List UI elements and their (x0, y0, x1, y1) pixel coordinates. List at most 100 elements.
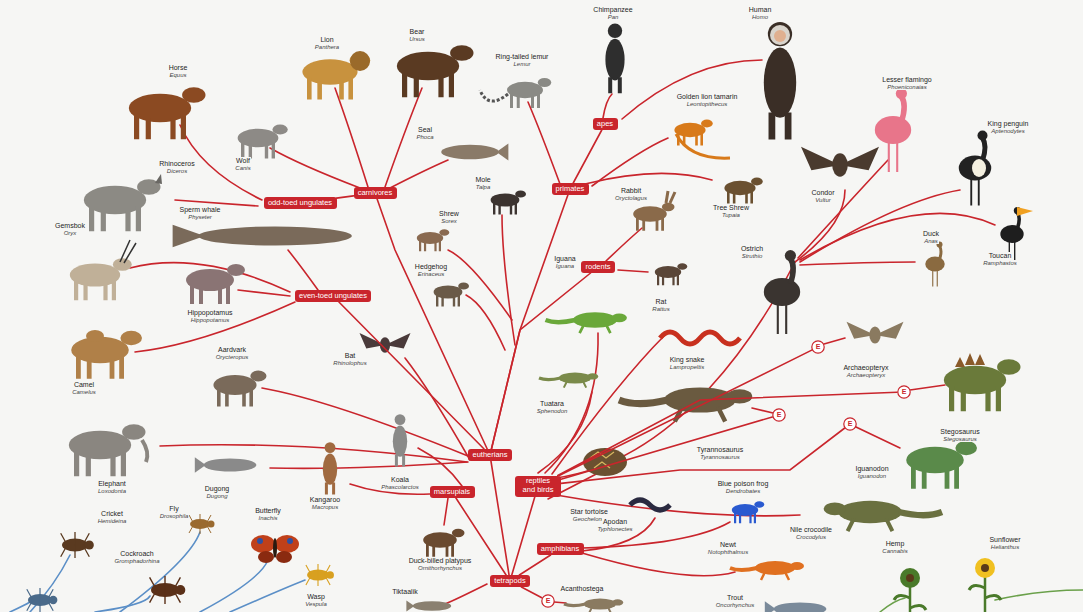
species-name: Seal (417, 126, 433, 133)
genus-name: Oryctolagus (614, 195, 648, 201)
penguin-belly (972, 159, 986, 177)
species-name: Tiktaalik (391, 588, 418, 595)
species-name: Apodan (602, 518, 628, 525)
clade-name: eutherians (472, 451, 507, 460)
species-name: Duck (922, 230, 940, 237)
species-name: Hemp (885, 540, 906, 547)
species-name: Camel (73, 381, 95, 388)
tree-branches (528, 102, 560, 184)
stegosaurus-plates (955, 353, 985, 367)
tree-branches (238, 290, 290, 296)
butterfly-figure (287, 538, 293, 544)
species-name: Rhinoceros (158, 160, 195, 167)
tree-branches (135, 302, 295, 352)
species-name: Acanthostega (560, 585, 605, 592)
genus-name: Helianthus (990, 544, 1020, 550)
tree-branches (752, 408, 773, 413)
aardvark-figure (213, 371, 266, 407)
genus-name: Iguana (555, 263, 575, 269)
tree-connector (558, 392, 897, 475)
butterfly-figure (276, 551, 292, 563)
clade-label: odd-toed ungulates (264, 197, 337, 209)
species-name: Sperm whale (179, 206, 222, 213)
tree-branches (800, 190, 960, 262)
species-name: Koala (390, 476, 410, 483)
tree-branches (622, 60, 762, 119)
dugong-figure (195, 457, 257, 472)
tree-branches (160, 445, 467, 462)
genus-name: Erinaceus (417, 271, 446, 277)
species-name: King snake (669, 356, 706, 363)
clade-name: marsupials (434, 488, 470, 497)
clade-name: reptiles and birds (519, 477, 557, 494)
butterfly-figure (251, 535, 275, 553)
species-name: Bat (344, 352, 357, 359)
genus-name: Oryx (63, 230, 78, 236)
fly-figure (189, 514, 215, 534)
tree-branches (856, 427, 900, 448)
genus-name: Lemur (512, 61, 531, 67)
connector-group (337, 130, 898, 598)
frog-figure (732, 501, 764, 523)
clade-name: apes (597, 120, 613, 129)
clade-label: apes (593, 118, 618, 130)
species-name: Hippopotamus (186, 309, 233, 316)
camel-hump (86, 330, 104, 342)
elephant-figure (69, 424, 146, 476)
tree-branches (130, 60, 995, 604)
penguin-figure (959, 131, 992, 206)
genus-name: Aptenodytes (990, 128, 1025, 134)
condor-figure (801, 147, 879, 177)
gemsbok-horns (120, 240, 136, 263)
genus-name: Equus (168, 72, 187, 78)
genus-name: Panthera (314, 44, 340, 50)
species-name: Newt (719, 541, 737, 548)
plant-branches (880, 598, 905, 612)
species-name: Shrew (438, 210, 460, 217)
tree-branches (335, 88, 368, 187)
toucan-beak (1017, 207, 1033, 216)
tree-connector (521, 587, 541, 598)
extinct-marker: E (772, 408, 786, 422)
species-name: Duck-billed platypus (408, 557, 473, 564)
genus-name: Cannabis (881, 548, 908, 554)
wolf-figure (238, 124, 288, 158)
clade-label: rodents (581, 261, 615, 273)
tree-branches (606, 228, 642, 261)
tree-connector (491, 273, 590, 449)
genus-name: Hippopotamus (190, 317, 231, 323)
genus-name: Dendrobates (725, 488, 761, 494)
kangaroo-figure (323, 442, 337, 494)
tree-branches (390, 160, 448, 188)
genus-name: Tupaia (721, 212, 741, 218)
seal-figure (441, 144, 508, 161)
tree-branches (585, 173, 712, 184)
genus-name: Ramphastos (982, 260, 1018, 266)
tree-branches (592, 138, 668, 186)
clade-label: tetrapods (490, 575, 530, 587)
clade-name: amphibians (541, 545, 579, 554)
species-name: Aardvark (217, 346, 247, 353)
tree-branches (175, 200, 258, 206)
species-name: Sunflower (988, 536, 1021, 543)
genus-name: Vespula (304, 601, 327, 607)
genus-name: Crocodylus (795, 534, 827, 540)
tiktaalik-figure (406, 600, 451, 611)
species-name: Bear (409, 28, 426, 35)
genus-name: Macropus (311, 504, 339, 510)
iguana-figure (546, 312, 627, 333)
extinct-mark: E (816, 343, 821, 351)
genus-name: Gromphadorhina (113, 558, 160, 564)
genus-name: Anas (923, 238, 939, 244)
clade-label: eutherians (468, 449, 512, 461)
genus-name: Canis (234, 165, 251, 171)
iguanodon-figure (906, 441, 977, 489)
genus-name: Camelus (71, 389, 97, 395)
clade-name: primates (556, 185, 585, 194)
species-name: King penguin (987, 120, 1030, 127)
rhinoceros-horn (155, 174, 162, 184)
rabbit-figure (633, 203, 674, 231)
human-hair (770, 25, 790, 45)
